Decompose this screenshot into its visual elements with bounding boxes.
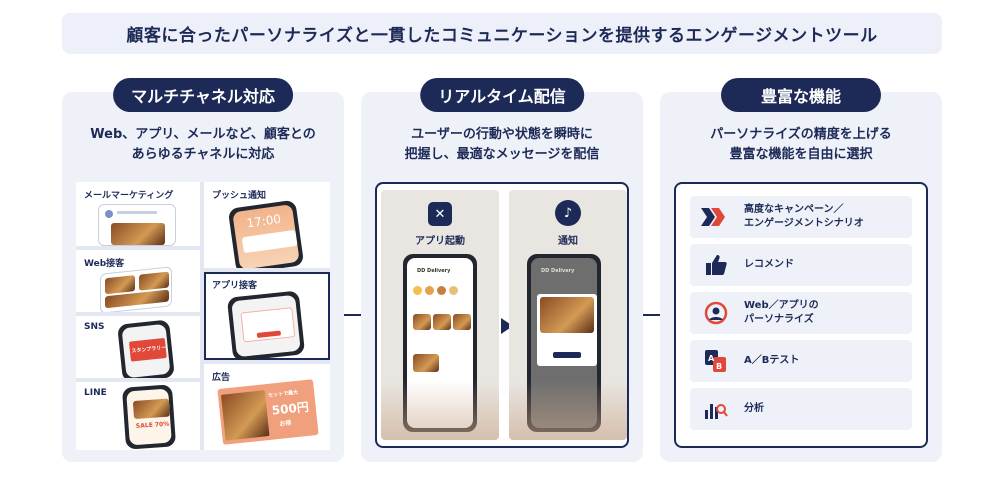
channel-web[interactable]: Web接客 <box>76 250 200 312</box>
fork-knife-icon: ✕ <box>428 202 452 226</box>
channel-line[interactable]: LINE SALE 70% <box>76 382 200 450</box>
feature-item-analytics: 分析 <box>690 388 912 430</box>
channel-grid: メールマーケティング Web接客 SNS スタンプラリー <box>76 182 330 450</box>
app-phone-mockup <box>226 290 306 360</box>
channel-sns[interactable]: SNS スタンプラリー <box>76 316 200 378</box>
web-mockup <box>100 266 172 312</box>
svg-text:A: A <box>708 354 715 363</box>
panel-description: ユーザーの行動や状態を瞬時に 把握し、最適なメッセージを配信 <box>404 127 600 162</box>
svg-text:B: B <box>716 362 722 371</box>
panel-features: 豊富な機能 パーソナライズの精度を上げる 豊富な機能を自由に選択 高度なキャンペ… <box>660 78 942 462</box>
channel-ads[interactable]: 広告 セットで最大 500円 お得 <box>204 364 330 450</box>
page-banner: 顧客に合ったパーソナライズと一貫したコミュニケーションを提供するエンゲージメント… <box>62 13 942 54</box>
panel-description: Web、アプリ、メールなど、顧客との あらゆるチャネルに対応 <box>90 127 316 162</box>
panel-title: 豊富な機能 <box>721 78 881 112</box>
line-phone-mockup: SALE 70% <box>121 384 177 450</box>
app-launch-view: ✕ アプリ起動 DD Delivery <box>381 190 499 440</box>
feature-list: 高度なキャンペーン／エンゲージメントシナリオ レコメンド Web／アプリのパーソ… <box>674 182 928 448</box>
feature-item-personalize: Web／アプリのパーソナライズ <box>690 292 912 334</box>
feature-item-recommend: レコメンド <box>690 244 912 286</box>
channel-app[interactable]: アプリ接客 <box>204 272 330 360</box>
connector-line <box>629 314 674 316</box>
panel-description: パーソナライズの精度を上げる 豊富な機能を自由に選択 <box>710 127 892 162</box>
panel-title: リアルタイム配信 <box>420 78 584 112</box>
ad-mockup: セットで最大 500円 お得 <box>217 379 319 445</box>
panel-multichannel: マルチチャネル対応 Web、アプリ、メールなど、顧客との あらゆるチャネルに対応… <box>62 78 344 462</box>
campaign-arrows-icon <box>700 201 732 233</box>
connector-line <box>330 314 375 316</box>
panel-realtime: リアルタイム配信 ユーザーの行動や状態を瞬時に 把握し、最適なメッセージを配信 … <box>361 78 643 462</box>
channel-email[interactable]: メールマーケティング <box>76 182 200 246</box>
channel-push[interactable]: プッシュ通知 17:00 <box>204 182 330 268</box>
panel-title: マルチチャネル対応 <box>113 78 293 112</box>
notification-view: ♪ 通知 DD Delivery <box>509 190 627 440</box>
sns-phone-mockup: スタンプラリー <box>117 319 175 378</box>
bell-icon: ♪ <box>555 200 581 226</box>
analytics-icon <box>700 393 732 425</box>
email-mockup <box>98 204 176 246</box>
realtime-demo: ✕ アプリ起動 DD Delivery <box>375 182 629 448</box>
push-phone-mockup: 17:00 <box>227 199 305 268</box>
thumbs-up-icon <box>700 249 732 281</box>
personalize-icon <box>700 297 732 329</box>
feature-item-campaign: 高度なキャンペーン／エンゲージメントシナリオ <box>690 196 912 238</box>
